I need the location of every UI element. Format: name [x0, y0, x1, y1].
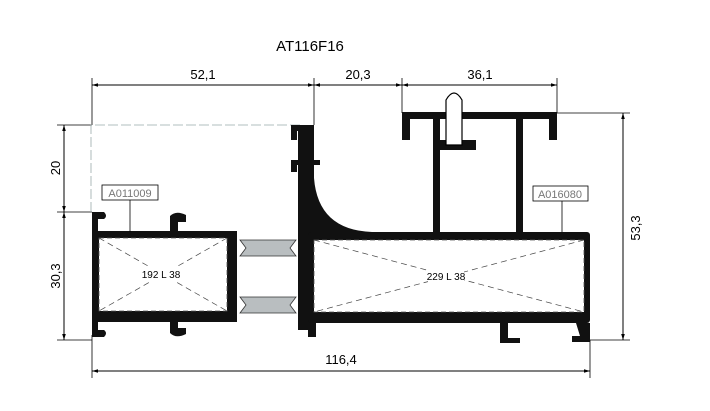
dim-top-middle: 20,3 — [345, 67, 370, 82]
drawing-title: AT116F16 — [276, 38, 344, 55]
svg-text:A011009: A011009 — [108, 188, 151, 200]
left-dimensions: 20 30,3 — [48, 124, 92, 341]
dim-top-right: 36,1 — [467, 67, 492, 82]
insulation-label-right: 229 L 38 — [427, 272, 466, 283]
dim-left-upper: 20 — [48, 161, 63, 175]
ghost-outline — [90, 124, 300, 212]
dim-left-lower: 30,3 — [48, 263, 63, 288]
svg-text:A016080: A016080 — [538, 189, 582, 201]
insulation-label-left: 192 L 38 — [142, 270, 181, 281]
dim-top-left: 52,1 — [190, 67, 215, 82]
profile-code-right: A016080 — [532, 185, 589, 232]
dim-right-height: 53,3 — [628, 215, 643, 240]
thermal-break-strips — [239, 239, 297, 314]
left-profile-A011009: 192 L 38 — [92, 212, 237, 337]
bottom-dimension: 116,4 — [91, 335, 591, 378]
right-dimension: 53,3 — [557, 112, 643, 341]
gasket-seal — [445, 92, 463, 146]
top-dimensions: 52,1 20,3 36,1 — [91, 67, 558, 125]
dim-bottom-total: 116,4 — [325, 352, 357, 367]
profile-code-left: A011009 — [101, 184, 159, 232]
right-profile-A016080: 229 L 38 — [291, 92, 590, 343]
